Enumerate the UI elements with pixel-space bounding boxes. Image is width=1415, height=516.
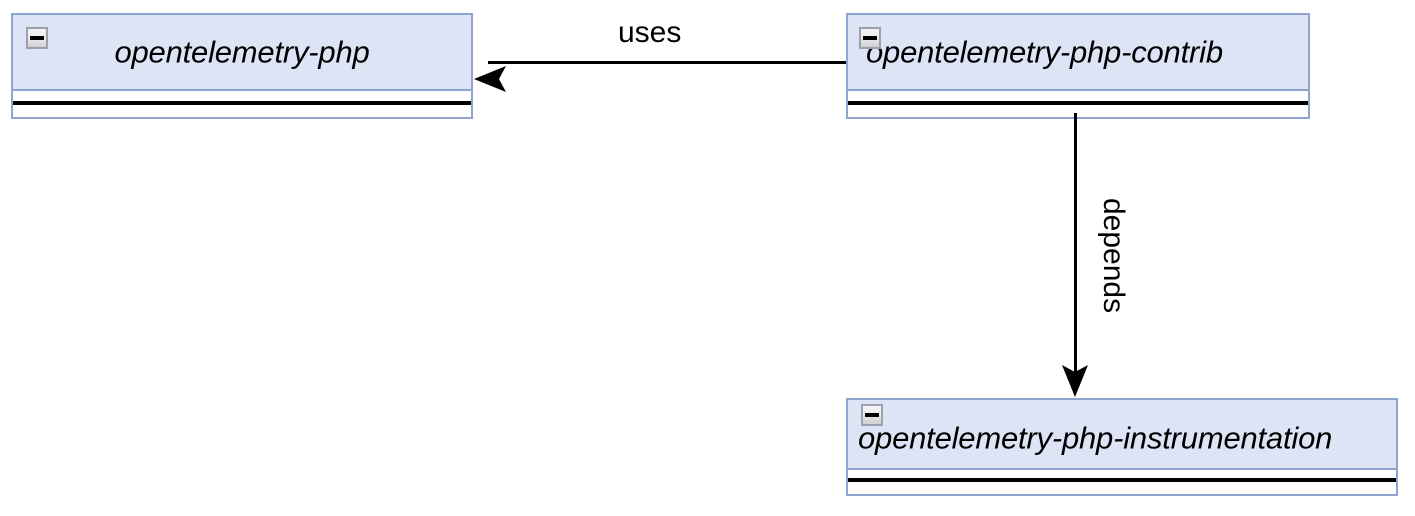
uses-edge-label: uses [618, 16, 682, 49]
node-compartment-one [13, 91, 471, 105]
node-compartment-two [848, 482, 1396, 494]
collapse-minus-icon[interactable] [859, 27, 881, 49]
depends-edge-label: depends [1097, 198, 1130, 314]
node-opentelemetry-php-contrib[interactable]: opentelemetry-php-contrib [846, 13, 1310, 119]
depends-edge-line [1074, 113, 1077, 375]
node-label: opentelemetry-php [114, 34, 370, 70]
uses-edge-line [488, 61, 846, 64]
node-header: opentelemetry-php-contrib [848, 15, 1308, 91]
node-header: opentelemetry-php-instrumentation [848, 400, 1396, 470]
node-compartment-one [848, 470, 1396, 482]
collapse-minus-icon[interactable] [26, 27, 48, 49]
node-label: opentelemetry-php-contrib [866, 34, 1223, 70]
node-compartment-two [848, 105, 1308, 117]
node-compartment-one [848, 91, 1308, 105]
node-header: opentelemetry-php [13, 15, 471, 91]
node-label: opentelemetry-php-instrumentation [858, 420, 1333, 456]
node-opentelemetry-php[interactable]: opentelemetry-php [11, 13, 473, 119]
node-opentelemetry-php-instrumentation[interactable]: opentelemetry-php-instrumentation [846, 398, 1398, 496]
collapse-minus-icon[interactable] [861, 404, 883, 426]
node-compartment-two [13, 105, 471, 117]
